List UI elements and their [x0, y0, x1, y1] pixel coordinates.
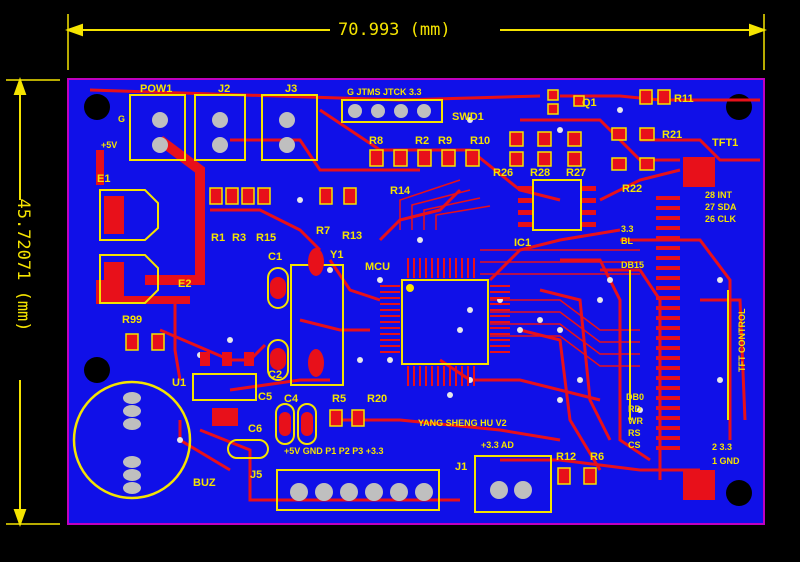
label-db15: DB15 — [621, 260, 644, 270]
label-r26: R26 — [493, 167, 513, 179]
j1-connector — [474, 455, 552, 513]
label-rd: RD — [628, 404, 641, 414]
label-rs: RS — [628, 428, 641, 438]
tft1-fpc-pins — [656, 196, 680, 450]
label-r8: R8 — [369, 135, 383, 147]
label-db0: DB0 — [626, 392, 644, 402]
label-r11: R11 — [674, 93, 694, 105]
j5-connector — [276, 469, 440, 511]
label-j2: J2 — [218, 83, 230, 95]
label-c2: C2 — [268, 369, 282, 381]
label-tft-33: 2 3.3 — [712, 442, 732, 452]
width-dimension-line — [65, 14, 767, 70]
label-r13: R13 — [342, 230, 362, 242]
label-r22: R22 — [622, 183, 642, 195]
label-j1: J1 — [455, 461, 467, 473]
silkscreen-labels: POW1 J2 J3 G JTMS JTCK 3.3 SWD1 Q1 R11 R… — [97, 83, 747, 489]
label-g: G — [118, 114, 125, 124]
label-tft-gnd: 1 GND — [712, 456, 740, 466]
label-tft-sda: 27 SDA — [705, 202, 737, 212]
label-r6: R6 — [590, 451, 604, 463]
resistor-pads — [125, 89, 671, 485]
label-u1: U1 — [172, 377, 186, 389]
label-r14: R14 — [390, 185, 411, 197]
label-r20: R20 — [367, 393, 387, 405]
label-r5: R5 — [332, 393, 346, 405]
j3-connector — [261, 94, 318, 161]
label-j5-pins: +5V GND P1 P2 P3 +3.3 — [284, 446, 384, 456]
j2-connector — [194, 94, 246, 161]
label-r28: R28 — [530, 167, 550, 179]
label-r1: R1 — [211, 232, 225, 244]
label-j5: J5 — [250, 469, 262, 481]
tft1-pad-bottom — [683, 470, 715, 500]
label-j3: J3 — [285, 83, 297, 95]
tft1-pad-top — [683, 157, 715, 187]
mcu-chip — [401, 279, 489, 365]
label-tft-clk: 26 CLK — [705, 214, 737, 224]
label-r10: R10 — [470, 135, 490, 147]
label-c5: C5 — [258, 391, 272, 403]
label-swd-header: G JTMS JTCK 3.3 — [347, 87, 422, 97]
buzzer — [72, 380, 192, 500]
label-c1: C1 — [268, 251, 282, 263]
label-r12: R12 — [556, 451, 576, 463]
label-bl: BL — [621, 236, 633, 246]
label-plus5v: +5V — [101, 140, 117, 150]
label-r2: R2 — [415, 135, 429, 147]
label-r7: R7 — [316, 225, 330, 237]
swd1-header — [341, 99, 443, 123]
label-r27: R27 — [566, 167, 586, 179]
label-swd1: SWD1 — [452, 111, 484, 123]
mcu-pins — [380, 258, 510, 386]
e1-capacitor — [99, 189, 159, 304]
label-y1: Y1 — [330, 249, 343, 261]
label-r99: R99 — [122, 314, 142, 326]
label-wr: WR — [628, 416, 643, 426]
label-q1: Q1 — [582, 97, 597, 109]
ic1-chip — [532, 179, 582, 231]
label-e2: E2 — [178, 278, 191, 290]
label-r3: R3 — [232, 232, 246, 244]
label-e1: E1 — [97, 173, 110, 185]
c1-c2-capacitors — [267, 267, 289, 381]
label-mcu: MCU — [365, 261, 390, 273]
label-tft1: TFT1 — [712, 137, 738, 149]
pow1-connector — [129, 94, 186, 161]
label-c4: C4 — [284, 393, 299, 405]
label-c6: C6 — [248, 423, 262, 435]
label-tft-int: 28 INT — [705, 190, 733, 200]
label-j1-pins: +3.3 AD — [481, 440, 514, 450]
u1-regulator — [192, 373, 257, 401]
label-ic1: IC1 — [514, 237, 531, 249]
label-r9: R9 — [438, 135, 452, 147]
label-cs: CS — [628, 440, 641, 450]
label-buz: BUZ — [193, 477, 216, 489]
q1-transistor — [547, 89, 585, 115]
label-r21: R21 — [662, 129, 682, 141]
label-designer: YANG SHENG HU V2 — [418, 418, 507, 428]
label-bl-33: 3.3 — [621, 224, 634, 234]
label-tft-control: TFT CONTROL — [737, 308, 747, 372]
height-dimension-line — [6, 77, 60, 527]
width-dimension-label: 70.993 (mm) — [338, 20, 451, 40]
label-r15: R15 — [256, 232, 276, 244]
trace-bundle-fine — [399, 179, 640, 367]
label-pow1: POW1 — [140, 83, 172, 95]
